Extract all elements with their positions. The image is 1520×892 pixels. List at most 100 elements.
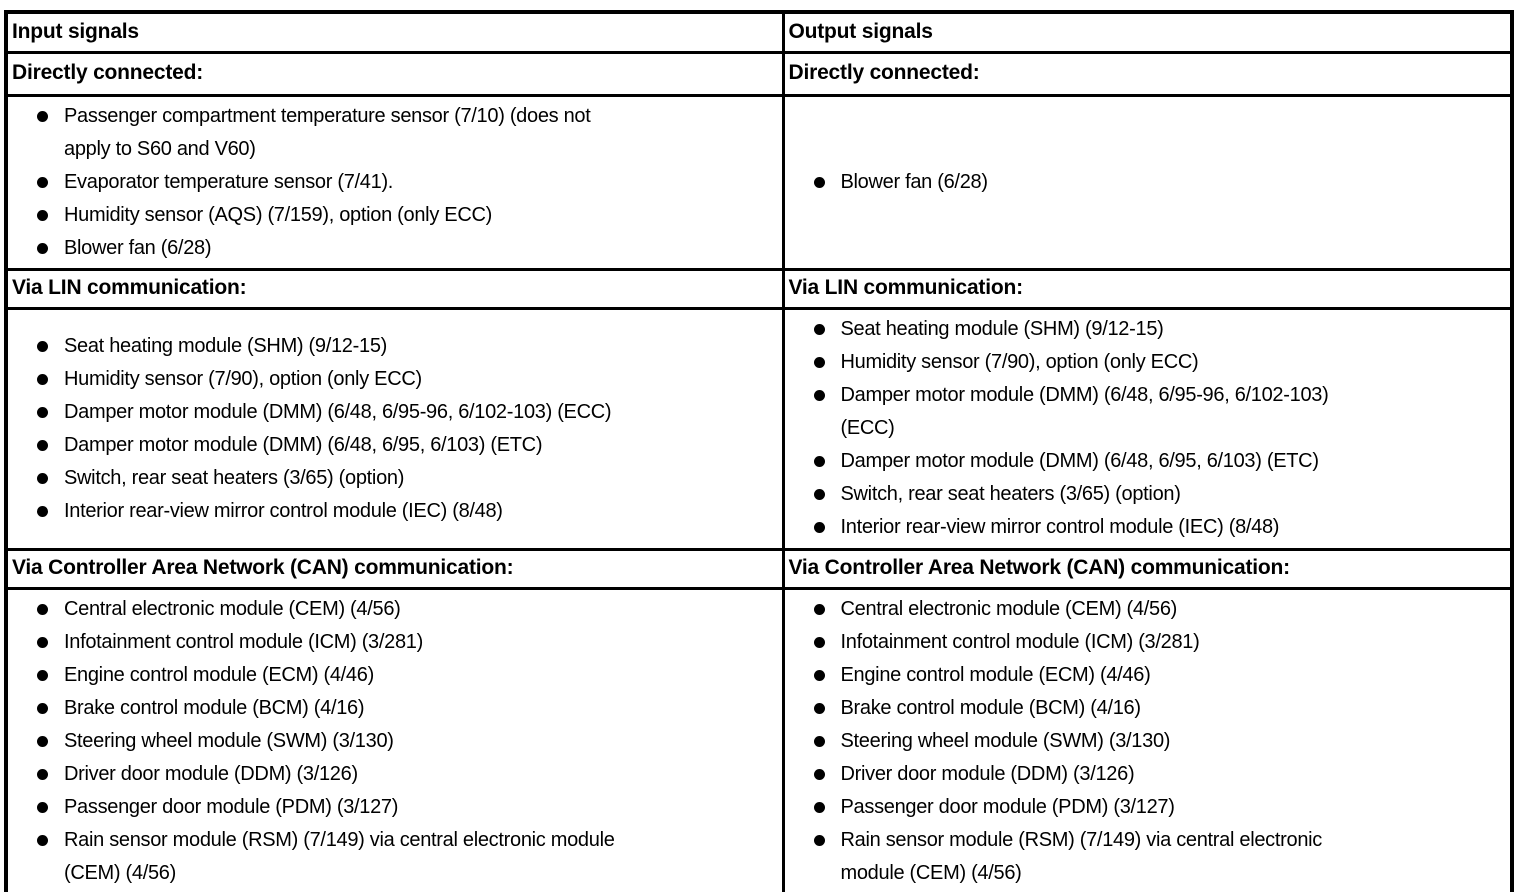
bullet-icon [813, 636, 825, 648]
bullet-icon [813, 456, 825, 467]
input-directly-connected-heading-cell: Directly connected: [4, 50, 785, 97]
section-heading: Via Controller Area Network (CAN) commun… [12, 556, 514, 580]
list-item-text: Central electronic module (CEM) (4/56) [840, 597, 1178, 620]
signals-table: Input signals Output signals Directly co… [4, 10, 1514, 892]
output-lin-heading-cell: Via LIN communication: [781, 267, 1514, 310]
list-item: Rain sensor module (RSM) (7/149) via cen… [10, 824, 780, 890]
list-item: Driver door module (DDM) (3/126) [10, 758, 780, 791]
output-lin-list: Seat heating module (SHM) (9/12-15) Humi… [787, 313, 1509, 544]
list-item: Passenger door module (PDM) (3/127) [10, 791, 780, 824]
list-item-text: Brake control module (BCM) (4/16) [840, 696, 1142, 719]
list-item: Central electronic module (CEM) (4/56) [787, 593, 1509, 626]
list-item-text: Interior rear-view mirror control module… [840, 516, 1280, 538]
output-directly-connected-heading-cell: Directly connected: [781, 50, 1514, 97]
bullet-icon [37, 735, 48, 747]
bullet-icon [37, 768, 48, 780]
list-item: Damper motor module (DMM) (6/48, 6/95, 6… [10, 429, 780, 462]
output-can-list-cell: Central electronic module (CEM) (4/56) I… [781, 586, 1514, 892]
bullet-icon [37, 702, 48, 714]
list-item-text: Switch, rear seat heaters (3/65) (option… [64, 466, 405, 489]
bullet-icon [813, 357, 825, 368]
list-item-text: Blower fan (6/28) [64, 236, 212, 259]
list-item: Seat heating module (SHM) (9/12-15) [787, 313, 1509, 346]
list-item-text: Driver door module (DDM) (3/126) [64, 762, 358, 785]
list-item: Rain sensor module (RSM) (7/149) via cen… [787, 824, 1509, 890]
section-heading: Directly connected: [788, 61, 980, 85]
list-item-text: Steering wheel module (SWM) (3/130) [64, 729, 394, 752]
bullet-icon [813, 702, 825, 714]
list-item-text: Switch, rear seat heaters (3/65) (option… [840, 483, 1181, 505]
output-signals-header: Output signals [788, 20, 933, 44]
input-can-list: Central electronic module (CEM) (4/56) I… [10, 593, 780, 890]
output-can-heading-cell: Via Controller Area Network (CAN) commun… [781, 547, 1514, 590]
list-item: Passenger door module (PDM) (3/127) [787, 791, 1509, 824]
list-item: Humidity sensor (7/90), option (only ECC… [787, 346, 1509, 379]
list-item-text: Damper motor module (DMM) (6/48, 6/95-96… [840, 384, 1329, 439]
list-item-text: Seat heating module (SHM) (9/12-15) [840, 318, 1164, 340]
bullet-icon [813, 801, 825, 813]
list-item: Interior rear-view mirror control module… [787, 511, 1509, 544]
list-item: Brake control module (BCM) (4/16) [787, 692, 1509, 725]
list-item: Engine control module (ECM) (4/46) [787, 659, 1509, 692]
bullet-icon [813, 489, 825, 500]
list-item-text: Driver door module (DDM) (3/126) [840, 762, 1135, 785]
list-item: Blower fan (6/28) [787, 166, 1509, 199]
list-item-text: Passenger compartment temperature sensor… [64, 104, 591, 160]
list-item-text: Damper motor module (DMM) (6/48, 6/95, 6… [64, 433, 543, 456]
list-item: Blower fan (6/28) [10, 232, 780, 265]
bullet-icon [37, 636, 48, 648]
bullet-icon [813, 834, 825, 846]
bullet-icon [37, 669, 48, 681]
list-item: Infotainment control module (ICM) (3/281… [10, 626, 780, 659]
list-item: Driver door module (DDM) (3/126) [787, 758, 1509, 791]
section-heading: Via LIN communication: [788, 276, 1024, 300]
output-directly-connected-list-cell: Blower fan (6/28) [781, 93, 1514, 271]
input-lin-list-cell: Seat heating module (SHM) (9/12-15) Humi… [4, 306, 785, 551]
list-item: Humidity sensor (7/90), option (only ECC… [10, 363, 780, 396]
bullet-icon [37, 373, 48, 385]
bullet-icon [813, 324, 825, 335]
input-directly-connected-list-cell: Passenger compartment temperature sensor… [4, 93, 785, 271]
input-can-list-cell: Central electronic module (CEM) (4/56) I… [4, 586, 785, 892]
output-signals-header-cell: Output signals [781, 10, 1514, 54]
section-heading: Via Controller Area Network (CAN) commun… [788, 556, 1291, 580]
list-item-text: Steering wheel module (SWM) (3/130) [840, 729, 1171, 752]
list-item: Interior rear-view mirror control module… [10, 495, 780, 528]
bullet-icon [813, 735, 825, 747]
bullet-icon [37, 505, 48, 517]
input-lin-heading-cell: Via LIN communication: [4, 267, 785, 310]
list-item-text: Evaporator temperature sensor (7/41). [64, 170, 394, 193]
bullet-icon [37, 176, 48, 188]
list-item-text: Blower fan (6/28) [840, 170, 989, 193]
list-item: Central electronic module (CEM) (4/56) [10, 593, 780, 626]
list-item: Passenger compartment temperature sensor… [10, 100, 780, 166]
list-item-text: Engine control module (ECM) (4/46) [840, 663, 1151, 686]
output-directly-connected-list: Blower fan (6/28) [787, 166, 1509, 199]
list-item: Engine control module (ECM) (4/46) [10, 659, 780, 692]
list-item-text: Humidity sensor (7/90), option (only ECC… [840, 351, 1199, 373]
bullet-icon [37, 439, 48, 451]
list-item: Brake control module (BCM) (4/16) [10, 692, 780, 725]
bullet-icon [813, 768, 825, 780]
list-item-text: Damper motor module (DMM) (6/48, 6/95-96… [64, 400, 612, 423]
list-item: Switch, rear seat heaters (3/65) (option… [787, 478, 1509, 511]
bullet-icon [813, 669, 825, 681]
list-item-text: Central electronic module (CEM) (4/56) [64, 597, 401, 620]
input-can-heading-cell: Via Controller Area Network (CAN) commun… [4, 547, 785, 590]
list-item: Humidity sensor (AQS) (7/159), option (o… [10, 199, 780, 232]
list-item-text: Rain sensor module (RSM) (7/149) via cen… [64, 828, 615, 884]
bullet-icon [37, 242, 48, 254]
list-item: Seat heating module (SHM) (9/12-15) [10, 330, 780, 363]
list-item-text: Humidity sensor (AQS) (7/159), option (o… [64, 203, 492, 226]
list-item-text: Engine control module (ECM) (4/46) [64, 663, 374, 686]
list-item-text: Passenger door module (PDM) (3/127) [840, 795, 1175, 818]
input-signals-header-cell: Input signals [4, 10, 785, 54]
list-item: Damper motor module (DMM) (6/48, 6/95, 6… [787, 445, 1509, 478]
bullet-icon [37, 801, 48, 813]
bullet-icon [813, 176, 825, 188]
bullet-icon [37, 472, 48, 484]
bullet-icon [37, 603, 48, 615]
list-item-text: Passenger door module (PDM) (3/127) [64, 795, 399, 818]
section-heading: Directly connected: [12, 61, 204, 85]
